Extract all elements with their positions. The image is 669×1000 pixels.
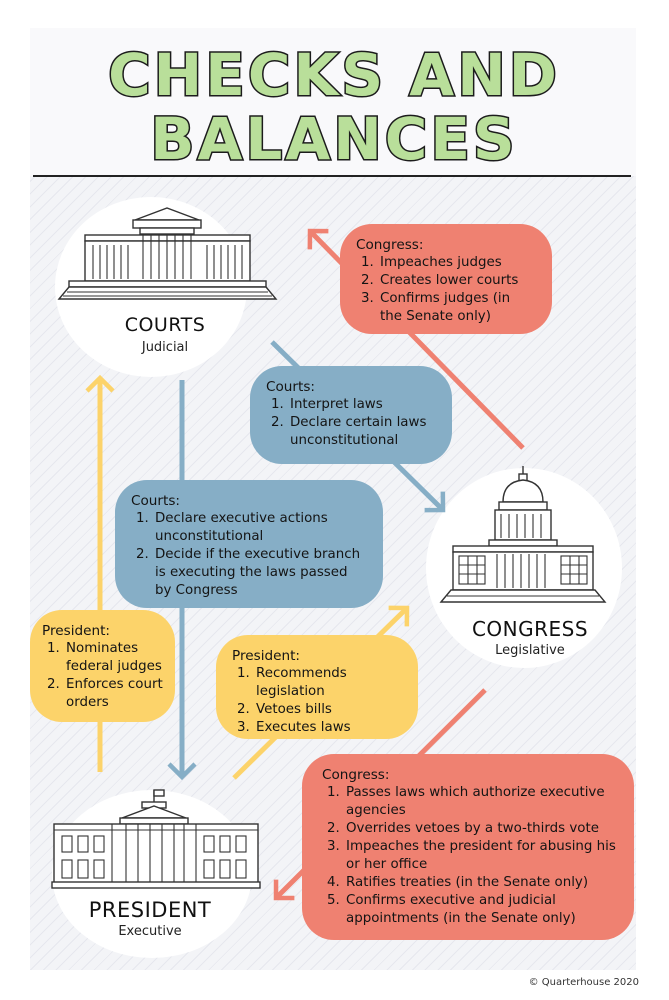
bubble-item: Enforces court orders xyxy=(64,676,165,712)
president-name: PRESIDENT xyxy=(88,898,212,922)
bubble-heading: President: xyxy=(232,648,300,664)
copyright-notice: © Quarterhouse 2020 xyxy=(528,977,639,988)
bubble-item: Overrides vetoes by a two-thirds vote xyxy=(344,820,616,838)
header-band xyxy=(30,28,636,176)
bubble-item: Nominates federal judges xyxy=(64,640,165,676)
title-line-2: BALANCES xyxy=(150,105,517,173)
bubble-item: Declare certain laws unconstitutional xyxy=(288,414,436,450)
bubble-heading: President: xyxy=(42,623,110,639)
bubble-heading: Congress: xyxy=(322,767,390,783)
bubble-item: Impeaches judges xyxy=(378,254,536,272)
title-divider xyxy=(33,175,631,177)
capitol-building-icon xyxy=(439,466,607,603)
bubble-item: Impeaches the president for abusing his … xyxy=(344,838,616,874)
courts-sub: Judicial xyxy=(141,340,189,355)
bubble-item: Interpret laws xyxy=(288,396,436,414)
congress-name: CONGRESS xyxy=(471,617,589,641)
bubble-heading: Congress: xyxy=(356,237,424,253)
president-sub: Executive xyxy=(118,924,182,939)
courts-name: COURTS xyxy=(124,314,206,336)
title-line-1: CHECKS AND xyxy=(108,41,560,109)
bubble-item: Declare executive actions unconstitution… xyxy=(153,510,367,546)
bubble-president-checks-congress: President: Recommends legislation Vetoes… xyxy=(216,635,418,739)
bubble-congress-checks-president: Congress: Passes laws which authorize ex… xyxy=(302,754,634,940)
bubble-item: Ratifies treaties (in the Senate only) xyxy=(344,874,616,892)
bubble-congress-checks-courts: Congress: Impeaches judges Creates lower… xyxy=(340,224,552,334)
bubble-courts-check-president: Courts: Declare executive actions uncons… xyxy=(115,480,383,608)
bubble-courts-check-congress: Courts: Interpret laws Declare certain l… xyxy=(250,366,452,464)
bubble-president-checks-courts: President: Nominates federal judges Enfo… xyxy=(30,610,175,722)
congress-sub: Legislative xyxy=(495,643,565,658)
bubble-item: Recommends legislation xyxy=(254,665,402,701)
bubble-item: Vetoes bills xyxy=(254,701,402,719)
bubble-item: Confirms judges (in the Senate only) xyxy=(378,290,536,326)
supreme-court-building-icon xyxy=(57,207,278,300)
bubble-item: Confirms executive and judicial appointm… xyxy=(344,892,616,928)
bubble-item: Decide if the executive branch is execut… xyxy=(153,546,367,600)
poster-title: CHECKS AND BALANCES xyxy=(107,40,560,175)
white-house-icon xyxy=(51,789,261,889)
bubble-item: Creates lower courts xyxy=(378,272,536,290)
bubble-item: Passes laws which authorize executive ag… xyxy=(344,784,616,820)
bubble-heading: Courts: xyxy=(266,379,316,395)
bubble-heading: Courts: xyxy=(131,493,181,509)
bubble-item: Executes laws xyxy=(254,719,402,737)
